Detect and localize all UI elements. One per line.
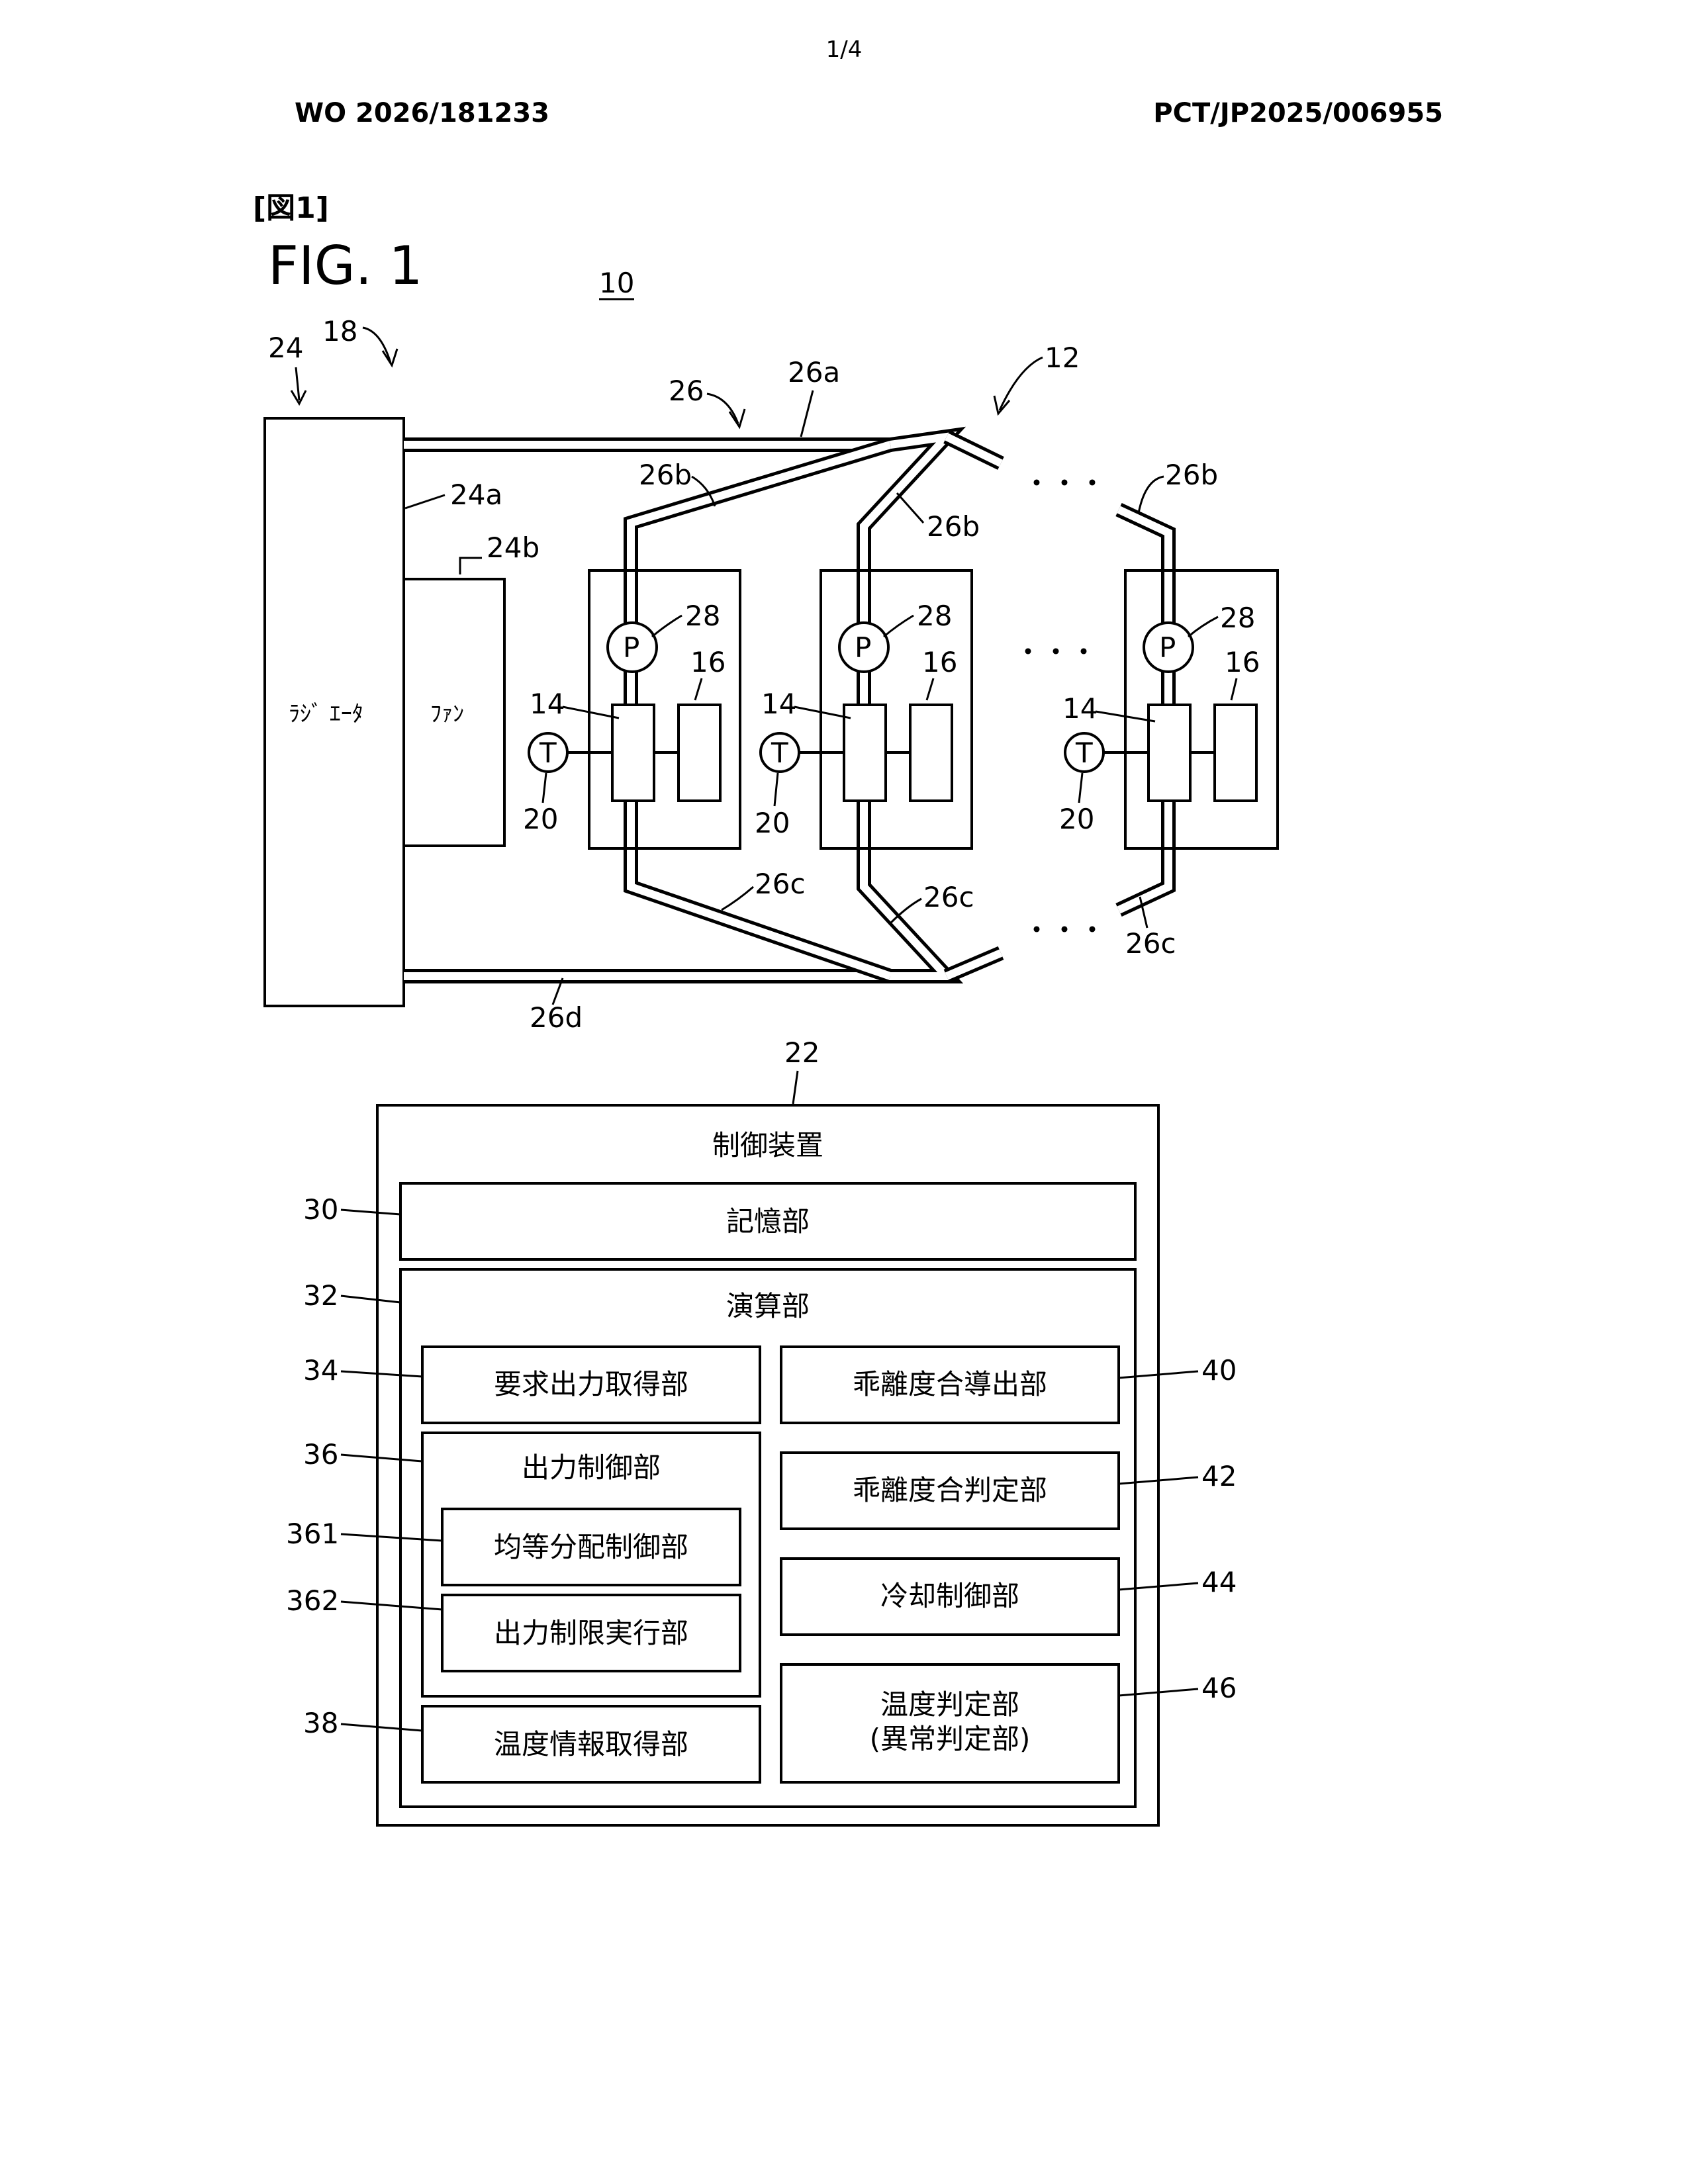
ref-deviation-judge: 42 xyxy=(1201,1460,1237,1492)
stack-box xyxy=(612,705,654,801)
ref-branch-return-1: 26c xyxy=(755,868,806,900)
ref-cooling-unit: 18 xyxy=(322,315,357,347)
ref-compute: 32 xyxy=(303,1279,338,1312)
abnormality-judge-label: (異常判定部) xyxy=(870,1723,1031,1755)
equal-distribution-label: 均等分配制御部 xyxy=(494,1531,688,1563)
ref-output-control: 36 xyxy=(303,1438,338,1471)
temp-symbol: T xyxy=(771,737,788,769)
pump-symbol: P xyxy=(623,631,639,664)
unit-box xyxy=(1215,705,1256,801)
ref-stack: 14 xyxy=(1062,692,1098,725)
ref-radiator-part: 24a xyxy=(450,478,502,511)
deviation-derive-label: 乖離度合導出部 xyxy=(853,1368,1047,1400)
ref-branch-supply-n: 26b xyxy=(1165,459,1218,491)
ref-controller: 22 xyxy=(784,1036,820,1069)
ref-fan: 24b xyxy=(487,531,539,564)
ref-radiator: 24 xyxy=(268,332,303,364)
temp-symbol: T xyxy=(1075,737,1093,769)
ref-branch-supply-1: 26b xyxy=(639,459,692,491)
ref-temp-sensor: 20 xyxy=(523,803,558,835)
ref-module-group: 12 xyxy=(1045,341,1080,374)
memory-label: 記憶部 xyxy=(726,1205,810,1238)
ref-fan-leader xyxy=(460,558,482,574)
ref-equal-distribution: 361 xyxy=(286,1518,339,1550)
ref-unit: 16 xyxy=(922,646,957,678)
unit-box xyxy=(910,705,952,801)
ref-pipe-group: 26 xyxy=(669,375,704,407)
fan-label: ﾌｧﾝ xyxy=(430,701,464,727)
ref-temperature-judge: 46 xyxy=(1201,1672,1237,1704)
ref-request-output: 34 xyxy=(303,1354,338,1387)
controller-title: 制御装置 xyxy=(712,1129,823,1161)
temperature-info-label: 温度情報取得部 xyxy=(494,1728,688,1760)
system-ref: 10 xyxy=(599,267,634,299)
ref-cooling-unit-arrow xyxy=(383,349,397,365)
ref-pump: 28 xyxy=(685,600,720,632)
temp-symbol: T xyxy=(539,737,557,769)
ref-supply-pipe: 26a xyxy=(788,356,840,388)
pump-symbol: P xyxy=(855,631,871,664)
ref-unit: 16 xyxy=(690,646,726,678)
ref-radiator-part-leader xyxy=(405,495,445,508)
deviation-judge-label: 乖離度合判定部 xyxy=(853,1474,1047,1506)
ref-cooling-control: 44 xyxy=(1201,1566,1237,1598)
output-control-label: 出力制御部 xyxy=(522,1451,661,1484)
ellipsis-top: ・・・ xyxy=(1023,467,1106,500)
ref-stack: 14 xyxy=(530,688,565,720)
unit-box xyxy=(679,705,720,801)
ref-stack: 14 xyxy=(761,688,796,720)
ref-module-group-leader xyxy=(1000,357,1043,410)
ref-branch-return-2: 26c xyxy=(923,881,974,913)
ref-radiator-leader xyxy=(296,367,299,400)
ref-branch-return-n: 26c xyxy=(1125,927,1176,960)
ellipsis-middle: ・・・ xyxy=(1014,636,1098,668)
ref-deviation-derive: 40 xyxy=(1201,1354,1237,1387)
ref-pump: 28 xyxy=(1220,602,1255,634)
ref-branch-supply-2: 26b xyxy=(927,510,980,543)
ellipsis-bottom: ・・・ xyxy=(1023,914,1106,946)
stack-box xyxy=(1149,705,1190,801)
ref-supply-pipe-leader xyxy=(801,390,813,437)
pump-symbol: P xyxy=(1159,631,1176,664)
cooling-control-label: 冷却制御部 xyxy=(880,1580,1019,1612)
radiator-label: ﾗｼﾞ ｴｰﾀ xyxy=(289,701,363,727)
controller-block: 22 制御装置 記憶部 30 演算部 32 要求出力取得部 34 出力制御部 3… xyxy=(286,1036,1237,1825)
ref-output-limit: 362 xyxy=(286,1584,339,1617)
ref-unit: 16 xyxy=(1225,646,1260,678)
compute-label: 演算部 xyxy=(726,1290,810,1322)
ref-temp-sensor: 20 xyxy=(1059,803,1094,835)
ref-pump: 28 xyxy=(917,600,952,632)
ref-return-pipe: 26d xyxy=(530,1001,583,1034)
ref-temp-sensor: 20 xyxy=(755,807,790,839)
output-limit-label: 出力制限実行部 xyxy=(494,1617,688,1649)
stack-box xyxy=(844,705,886,801)
ref-memory: 30 xyxy=(303,1193,338,1226)
ref-temperature-info: 38 xyxy=(303,1707,338,1739)
request-output-label: 要求出力取得部 xyxy=(494,1368,688,1400)
temperature-judge-label: 温度判定部 xyxy=(880,1688,1019,1721)
